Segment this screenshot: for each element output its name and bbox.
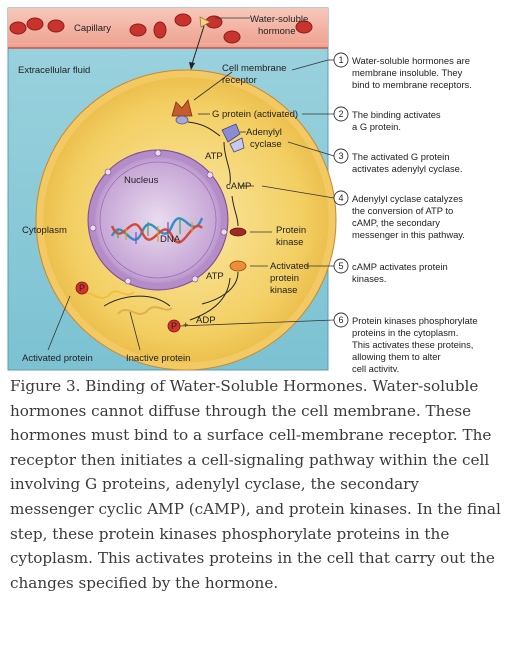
adenylyl-cyclase-label-line2: cyclase [250, 139, 282, 150]
step-text-line: This activates these proteins, [352, 339, 473, 350]
activated-protein-kinase-label-line2: protein [270, 273, 299, 284]
hormone-signaling-diagram: P P + Capillary Water-soluble hormone Ex… [7, 7, 478, 372]
cell-membrane-receptor-label-line1: Cell membrane [222, 63, 286, 74]
step-list: 1 Water-soluble hormones are membrane in… [333, 52, 478, 372]
step-text-line: allowing them to alter [352, 351, 441, 362]
step-number: 1 [338, 55, 343, 65]
figure-caption: Figure 3. Binding of Water-Soluble Hormo… [10, 377, 501, 592]
atp-label-top: ATP [205, 151, 223, 162]
step-text-line: proteins in the cytoplasm. [352, 327, 458, 338]
phosphate-label: P [79, 283, 85, 293]
g-protein [175, 115, 189, 125]
nucleus-label: Nucleus [124, 175, 159, 186]
step-text-line: The activated G protein [352, 151, 449, 162]
g-protein-label: G protein (activated) [212, 109, 298, 120]
inactive-protein-label: Inactive protein [126, 353, 190, 364]
protein-kinase-label-line1: Protein [276, 225, 306, 236]
cell-membrane-receptor-label-line2: receptor [222, 75, 257, 86]
step-text-line: messenger in this pathway. [352, 229, 465, 240]
step-number: 4 [338, 193, 343, 203]
water-soluble-hormone-label-line1: Water-soluble [250, 14, 308, 25]
step-text-line: membrane insoluble. They [352, 67, 463, 78]
protein-kinase-label-line2: kinase [276, 237, 303, 248]
hormone-icon [199, 16, 211, 28]
step-1: 1 Water-soluble hormones are membrane in… [333, 52, 472, 90]
water-soluble-hormone-label-line2: hormone [258, 26, 296, 37]
step-number: 5 [338, 261, 343, 271]
activated-protein-label: Activated protein [22, 353, 93, 364]
cell-membrane-receptor [171, 99, 193, 117]
adenylyl-cyclase-label-line1: Adenylyl [246, 127, 282, 138]
step-text-line: Protein kinases phosphorylate [352, 315, 478, 326]
camp-label: cAMP [226, 181, 251, 192]
step-2: 2 The binding activates a G protein. [333, 106, 441, 132]
cytoplasm-label: Cytoplasm [22, 225, 67, 236]
step-text-line: Water-soluble hormones are [352, 55, 470, 66]
activated-protein-kinase-label-line3: kinase [270, 285, 297, 296]
step-number: 6 [338, 315, 343, 325]
step-text-line: bind to membrane receptors. [352, 79, 472, 90]
capillary-label: Capillary [74, 23, 111, 34]
red-blood-cells [9, 13, 313, 44]
atp-label-lower: ATP [206, 271, 224, 282]
step-4: 4 Adenylyl cyclase catalyzes the convers… [333, 190, 465, 240]
activated-protein-strand [79, 290, 135, 299]
step-5: 5 cAMP activates protein kinases. [333, 258, 448, 284]
step-text-line: Adenylyl cyclase catalyzes [352, 193, 463, 204]
adp-label: ADP [196, 315, 216, 326]
step-text-line: activates adenylyl cyclase. [352, 163, 462, 174]
activated-protein-kinase [229, 260, 247, 272]
phosphate-label: P [171, 321, 177, 331]
inactive-protein-strand [117, 306, 173, 315]
step-number: 3 [338, 151, 343, 161]
step-number: 2 [338, 109, 343, 119]
protein-kinase [229, 227, 247, 237]
step-text-line: the conversion of ATP to [352, 205, 453, 216]
dna-helix [110, 217, 204, 244]
phosphate-icon [75, 281, 89, 295]
step-text-line: kinases. [352, 273, 386, 284]
nucleus [88, 150, 228, 290]
activated-protein-kinase-label-line1: Activated [270, 261, 309, 272]
step-text-line: cell activity. [352, 363, 399, 372]
step-text-line: The binding activates [352, 109, 441, 120]
adenylyl-cyclase [221, 123, 245, 153]
step-text-line: a G protein. [352, 121, 401, 132]
step-6: 6 Protein kinases phosphorylate proteins… [333, 312, 478, 372]
step-text-line: cAMP activates protein [352, 261, 448, 272]
extracellular-fluid-label: Extracellular fluid [18, 65, 90, 76]
step-text-line: cAMP, the secondary [352, 217, 440, 228]
dna-label: DNA [160, 234, 181, 245]
step-3: 3 The activated G protein activates aden… [333, 148, 462, 174]
